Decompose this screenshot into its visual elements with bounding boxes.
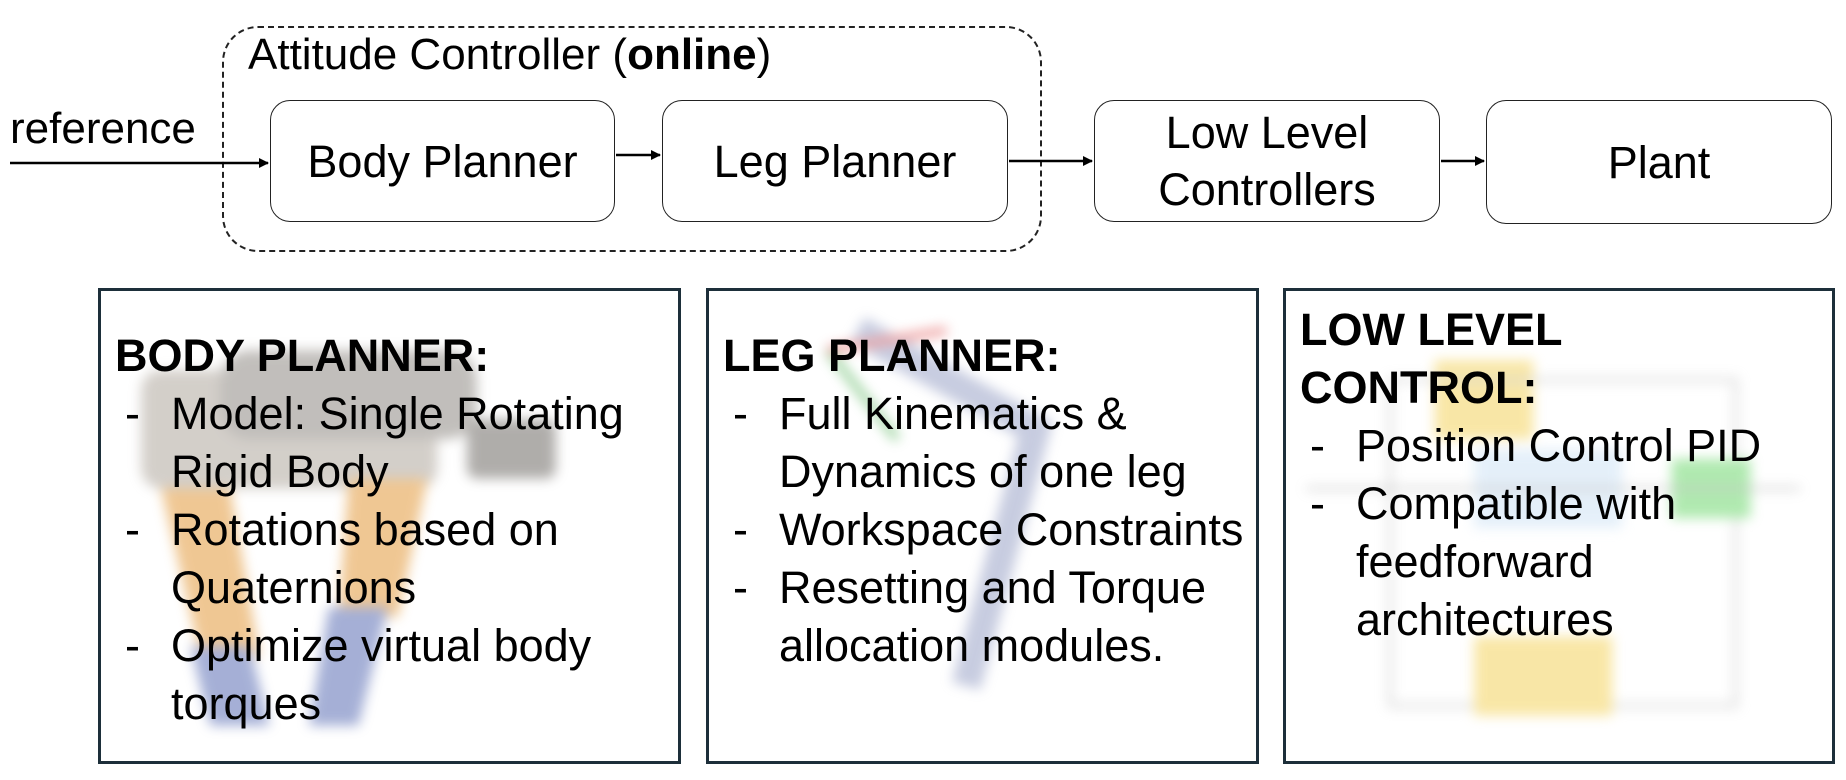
list-item: -Workspace Constraints — [733, 504, 1244, 555]
pid-block-diagram-image — [1306, 360, 1800, 716]
list-item: -Position Control PID — [1310, 420, 1762, 471]
leg-planner-list: -Full Kinematics & Dynamics of one leg -… — [723, 385, 1252, 675]
list-item: -Full Kinematics & Dynamics of one leg — [733, 388, 1187, 497]
leg-planner-panel: LEG PLANNER: -Full Kinematics & Dynamics… — [706, 288, 1259, 764]
body-planner-block-label: Body Planner — [307, 135, 578, 187]
online-label: online — [627, 30, 757, 79]
list-item: -Optimize virtual body torques — [125, 620, 592, 729]
leg-planner-block: Leg Planner — [662, 100, 1008, 222]
body-planner-panel: BODY PLANNER: -Model: Single Rotating Ri… — [98, 288, 681, 764]
reference-label: reference — [10, 104, 196, 153]
list-item: -Model: Single Rotating Rigid Body — [125, 388, 624, 497]
leg-planner-panel-title: LEG PLANNER: — [723, 330, 1061, 381]
plant-block: Plant — [1486, 100, 1832, 224]
low-level-control-panel-title: LOW LEVEL CONTROL: — [1300, 304, 1562, 413]
list-item: -Resetting and Torque allocation modules… — [733, 562, 1206, 671]
flow-arrows — [10, 150, 1485, 168]
leg-planner-block-label: Leg Planner — [713, 135, 957, 187]
attitude-controller-group — [222, 26, 1042, 252]
leg-kinematics-image — [824, 317, 1053, 690]
attitude-controller-title: Attitude Controller (online) — [248, 30, 772, 79]
body-planner-list: -Model: Single Rotating Rigid Body -Rota… — [115, 385, 674, 733]
body-planner-block: Body Planner — [270, 100, 615, 222]
robot-body-image — [141, 350, 556, 726]
list-item: -Compatible with feedforward architectur… — [1310, 478, 1677, 645]
body-planner-panel-title: BODY PLANNER: — [115, 330, 490, 381]
low-level-control-panel: LOW LEVEL CONTROL: -Position Control PID… — [1283, 288, 1835, 764]
list-item: -Rotations based on Quaternions — [125, 504, 559, 613]
plant-block-label: Plant — [1607, 136, 1711, 188]
low-level-control-list: -Position Control PID -Compatible with f… — [1300, 417, 1828, 649]
